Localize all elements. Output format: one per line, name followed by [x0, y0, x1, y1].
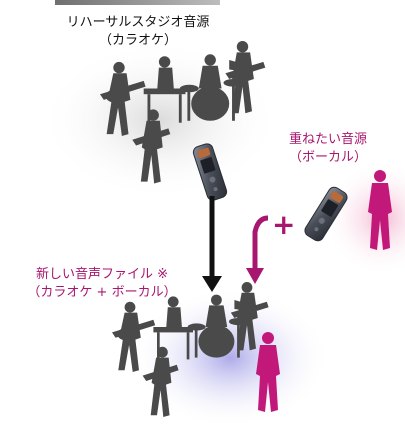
- overlay-caption-line2: （ボーカル）: [288, 150, 367, 165]
- down-arrow-black-head: [202, 276, 222, 292]
- header-bar: [55, 0, 220, 5]
- merge-arrow-magenta: [252, 215, 269, 272]
- overlay-caption: 重ねたい音源 （ボーカル）: [268, 131, 388, 167]
- merge-arrow-magenta-head: [246, 268, 264, 284]
- plus-symbol: +: [272, 208, 295, 241]
- result-caption-line2: （カラオケ + ボーカル）: [27, 285, 177, 300]
- result-caption-line1: 新しい音声ファイル ※: [35, 267, 169, 282]
- vocal-glow-pink: [324, 160, 405, 276]
- source-caption-line1: リハーサルスタジオ音源: [66, 15, 210, 30]
- overlay-caption-line1: 重ねたい音源: [288, 132, 367, 147]
- result-caption: 新しい音声ファイル ※ （カラオケ + ボーカル）: [2, 266, 202, 302]
